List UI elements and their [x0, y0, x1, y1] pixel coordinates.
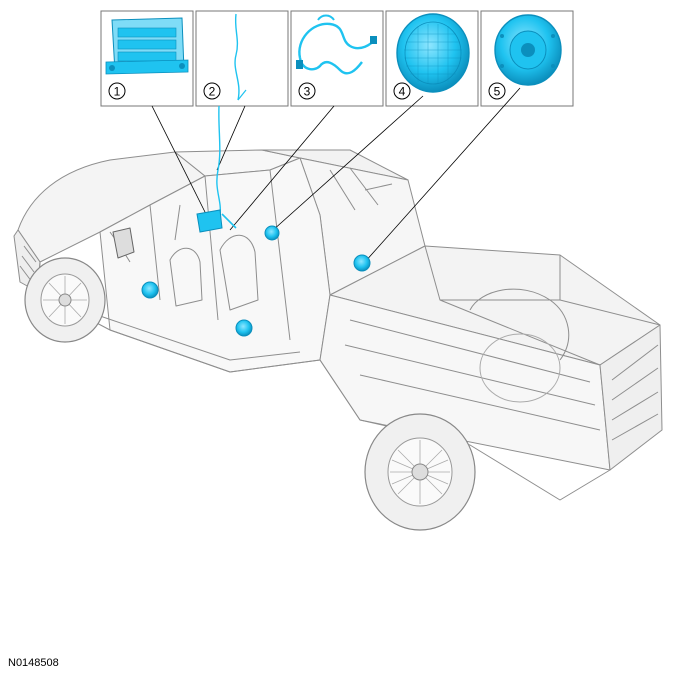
callout-number-1: 1 — [114, 85, 121, 99]
spare-wheel — [479, 333, 561, 403]
callout-number-5: 5 — [494, 85, 501, 99]
callout-box-5: 5 — [480, 10, 574, 107]
speaker-front-door-right — [235, 319, 253, 337]
callout-number-3: 3 — [304, 85, 311, 99]
callout-box-3: 3 — [290, 10, 384, 107]
callout-box-4: 4 — [385, 10, 479, 107]
audio-control-module-icon — [105, 17, 189, 75]
speaker-icon — [494, 14, 562, 86]
wiring-harness-icon — [296, 14, 377, 75]
audio-control-module — [196, 209, 223, 233]
pickup-truck-outline — [13, 149, 663, 501]
speaker-rear-left — [264, 225, 280, 241]
antenna-cable — [216, 105, 222, 216]
front-wheel — [24, 257, 106, 343]
callout-box-2: 2 — [195, 10, 289, 107]
antenna-cable-icon — [234, 13, 247, 101]
figure-id: N0148508 — [8, 657, 59, 669]
speaker-front-door-left — [141, 281, 159, 299]
rear-wheel — [364, 413, 476, 531]
speaker-grille-icon — [396, 13, 470, 93]
callout-number-2: 2 — [209, 85, 216, 99]
callout-box-1: 1 — [100, 10, 194, 107]
speaker-rear-right — [353, 254, 371, 272]
leader-lines — [151, 87, 521, 264]
callout-number-4: 4 — [399, 85, 406, 99]
installed-components — [141, 105, 371, 337]
